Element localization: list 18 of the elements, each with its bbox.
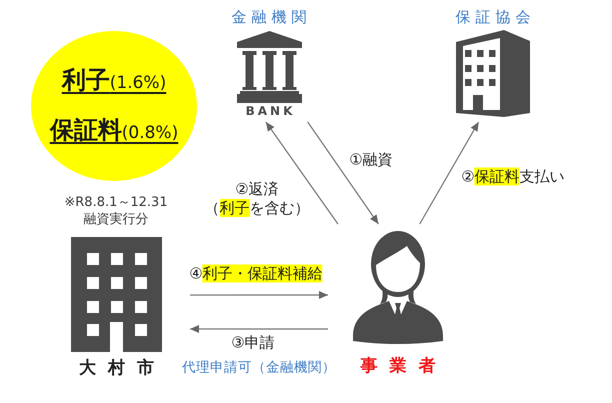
sign-text: BANK [244, 104, 296, 118]
rate-text: 保証料(0.8%) [50, 114, 178, 146]
edge-label: ②保証料支払い [461, 168, 565, 186]
edge-label: ①融資 [349, 150, 393, 170]
note-text: 代理申請可（金融機関） [182, 360, 336, 376]
arrow [265, 122, 338, 224]
note-text: ※R8.8.1～12.31 融資実行分 [63, 194, 169, 228]
arrow [307, 122, 379, 224]
arrow [190, 291, 328, 299]
rate-text: 利子(1.6%) [62, 64, 166, 96]
arrow [419, 122, 480, 224]
edge-label: ③申請 [231, 334, 275, 352]
role-name: 事業者 [360, 357, 448, 375]
organization-name: 保証協会 [454, 7, 536, 27]
arrow [190, 324, 328, 333]
edge-label: ④利子・保証料補給 [189, 264, 323, 284]
organization-name: 大村市 [78, 359, 166, 377]
organization-name: 金融機関 [230, 7, 312, 27]
